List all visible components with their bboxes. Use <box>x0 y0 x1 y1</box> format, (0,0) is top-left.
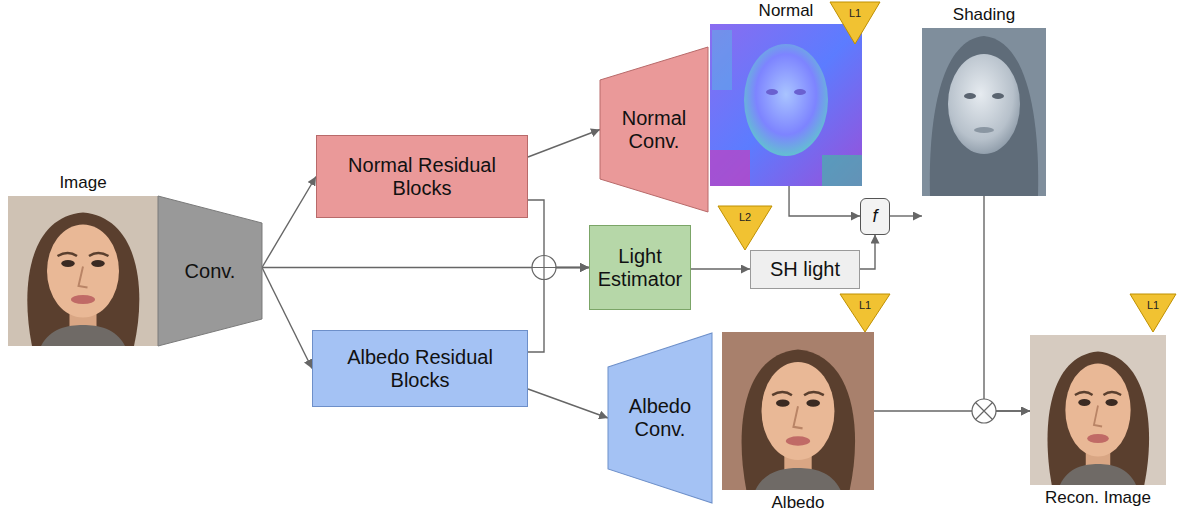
loss-marker: L1 <box>840 294 890 332</box>
box-label: Light Estimator <box>596 245 684 291</box>
operator-box: f <box>860 198 890 235</box>
conv-block: Albedo Conv. <box>608 333 712 503</box>
shape-fill <box>718 206 772 250</box>
loss-label: L1 <box>849 2 861 20</box>
arrow-connector <box>262 177 316 268</box>
loss-label: L2 <box>739 206 751 224</box>
shape-fill <box>830 2 880 44</box>
shape-fill <box>600 47 708 212</box>
loss-marker: L2 <box>718 206 772 250</box>
arrow-connector <box>984 196 1030 411</box>
operator-circle <box>967 394 1001 428</box>
arrow-connector <box>789 186 860 216</box>
operator-cross <box>967 394 1001 428</box>
operator-circle <box>532 256 556 280</box>
arrow-connector <box>262 268 312 369</box>
sum-symbol <box>532 256 556 280</box>
box-label: SH light <box>770 258 840 281</box>
process-box: SH light <box>750 250 860 289</box>
box-label: Normal Conv. <box>612 107 696 153</box>
image-caption: Normal <box>759 1 814 21</box>
image-caption: Image <box>59 173 106 193</box>
process-box: Normal Residual Blocks <box>316 135 528 218</box>
product-symbol <box>967 394 1001 428</box>
image-panel: Albedo <box>722 332 874 490</box>
loss-marker: L1 <box>830 2 880 44</box>
loss-label: L1 <box>1147 294 1159 312</box>
image-caption: Recon. Image <box>1045 488 1151 508</box>
box-label: Albedo Conv. <box>619 395 700 441</box>
conv-block: Conv. <box>158 196 262 346</box>
arrow-connector <box>860 235 875 270</box>
shape-fill <box>158 196 262 346</box>
loss-label: L1 <box>859 294 871 312</box>
image-panel: Recon. Image <box>1030 335 1166 485</box>
shape-fill <box>608 333 712 503</box>
arrow-connector <box>874 410 1030 411</box>
arrow-connector <box>890 215 922 216</box>
shape-fill <box>1130 294 1176 332</box>
box-label: Conv. <box>185 260 236 283</box>
shape-fill <box>840 294 890 332</box>
operator-label: f <box>872 206 877 227</box>
arrow-connector <box>528 130 600 158</box>
arrow-connector <box>528 389 608 418</box>
image-panel: Image <box>8 196 158 346</box>
image-panel: Shading <box>922 28 1046 196</box>
operator-cross <box>532 256 556 280</box>
loss-marker: L1 <box>1130 294 1176 332</box>
box-label: Normal Residual Blocks <box>323 154 521 200</box>
conv-block: Normal Conv. <box>600 47 708 212</box>
process-box: Albedo Residual Blocks <box>312 330 528 407</box>
arrow-connector <box>528 268 589 353</box>
process-box: Light Estimator <box>589 225 691 310</box>
image-panel: Normal <box>710 24 862 186</box>
image-caption: Albedo <box>772 493 825 513</box>
arrow-connector <box>691 268 750 269</box>
image-caption: Shading <box>953 5 1015 25</box>
box-label: Albedo Residual Blocks <box>319 346 521 392</box>
